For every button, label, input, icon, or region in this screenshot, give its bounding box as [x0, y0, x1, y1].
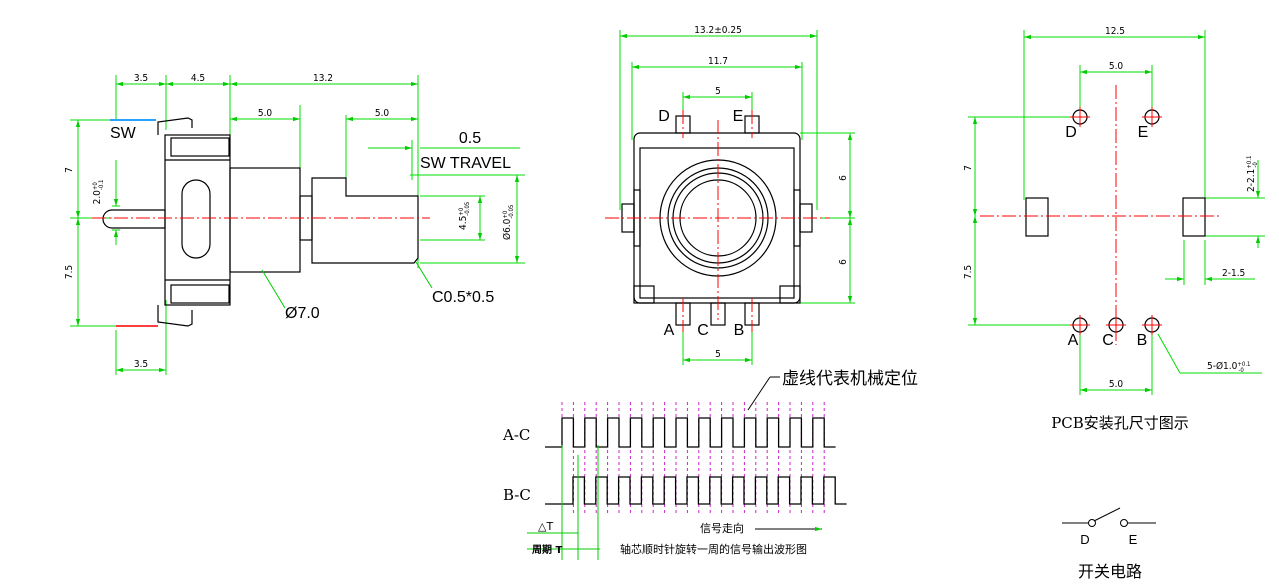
front-pin-d: D [658, 108, 670, 125]
pcb-pin-b: B [1137, 332, 1148, 349]
pcb-pin-a: A [1068, 332, 1079, 349]
encoder-side-body [102, 117, 419, 327]
dim-12-5: 12.5 [1105, 26, 1125, 37]
signal-direction-label: 信号走向 [700, 521, 744, 535]
encoder-front-body [621, 115, 813, 326]
pcb-layout: 12.5 5.0 7 7.5 5.0 2-2.1+0.1-0 2-1.5 5-Ø… [963, 26, 1265, 432]
dim-7-5-pcb: 7.5 [963, 265, 974, 279]
mechanical-detent-note: 虚线代表机械定位 [782, 369, 918, 389]
diameter-7-label: Ø7.0 [285, 305, 320, 322]
dim-5-front-top: 5 [715, 86, 721, 97]
dim-3-5-bottom: 3.5 [134, 359, 148, 370]
pcb-caption: PCB安装孔尺寸图示 [1051, 414, 1189, 432]
dim-5-0-pcb-bottom: 5.0 [1109, 379, 1124, 390]
dim-13-2: 13.2 [313, 73, 333, 84]
pcb-pin-e: E [1138, 124, 1149, 141]
front-pin-b: B [734, 322, 745, 339]
travel-value: 0.5 [459, 130, 481, 147]
switch-pin-e: E [1129, 532, 1138, 547]
pcb-pin-d: D [1065, 124, 1077, 141]
dim-5-0-b: 5.0 [375, 108, 390, 119]
sw-label: SW [110, 125, 137, 142]
dim-5-hole: 5-Ø1.0+0.1-0 [1207, 360, 1250, 374]
front-pin-c: C [697, 322, 709, 339]
front-pin-e: E [733, 108, 744, 125]
dim-13-2-front: 13.2±0.25 [694, 25, 742, 36]
dim-5-0-a: 5.0 [258, 108, 273, 119]
dim-6-upper: 6 [838, 175, 849, 181]
dim-4-5: 4.5 [191, 73, 205, 84]
pcb-pin-c: C [1102, 332, 1114, 349]
dim-7: 7 [64, 167, 75, 173]
waveform-caption: 轴芯顺时针旋转一周的信号输出波形图 [620, 542, 807, 556]
waveform-a-c [545, 417, 836, 448]
sw-travel-label: SW TRAVEL [420, 155, 511, 172]
dim-11-7: 11.7 [708, 56, 728, 67]
front-pin-a: A [664, 322, 675, 339]
channel-b-c-label: B-C [503, 486, 531, 504]
switch-caption: 开关电路 [1078, 562, 1142, 581]
dim-7-pcb: 7 [963, 165, 974, 171]
dim-3-5-top: 3.5 [134, 73, 148, 84]
side-view: 3.5 4.5 13.2 5.0 5.0 0.5 SW TRAVEL SW 7 … [64, 73, 525, 375]
waveform-b-c [545, 476, 847, 505]
dim-2-0: 2.0+0-0.1 [92, 180, 105, 205]
switch-circuit: D E 开关电路 [1062, 507, 1156, 581]
dim-7-5: 7.5 [64, 265, 75, 279]
dim-2-1-5: 2-1.5 [1222, 268, 1245, 279]
chamfer-label: C0.5*0.5 [432, 289, 494, 306]
switch-pin-d: D [1080, 532, 1089, 547]
dim-5-front-bottom: 5 [715, 349, 721, 360]
dim-6-0-shaft: Ø6.0+0-0.05 [501, 205, 515, 240]
dim-5-0-pcb-top: 5.0 [1109, 61, 1124, 72]
front-view: 13.2±0.25 11.7 5 6 6 5 [605, 25, 855, 365]
channel-a-c-label: A-C [502, 426, 530, 444]
dim-2-2-1: 2-2.1+0.1-0 [1246, 156, 1259, 192]
period-label: 周期 T [532, 543, 562, 556]
dim-4-5-shaft: 4.5+0-0.05 [458, 202, 471, 230]
delta-t-label: △T [538, 520, 553, 533]
waveform-diagram: 虚线代表机械定位 A-C B-C △T 周期 T 信号走向 轴芯顺时针旋转一周的… [502, 369, 918, 560]
dim-6-lower: 6 [838, 259, 849, 265]
